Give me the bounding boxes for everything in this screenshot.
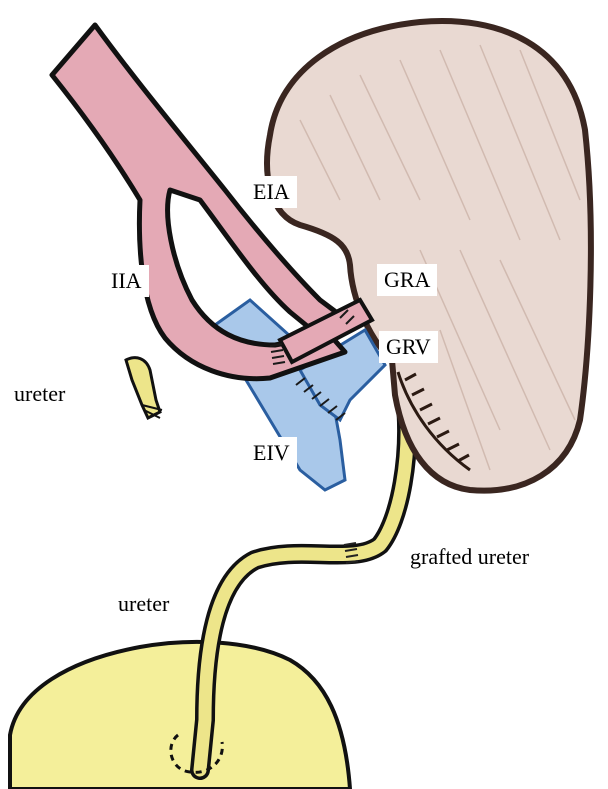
label-iia: IIA bbox=[104, 265, 149, 297]
label-eiv: EIV bbox=[246, 437, 297, 469]
label-grafted-ureter: grafted ureter bbox=[410, 546, 529, 568]
label-ureter-native: ureter bbox=[118, 593, 169, 615]
label-eia: EIA bbox=[246, 176, 297, 208]
label-grv: GRV bbox=[379, 331, 438, 363]
label-gra: GRA bbox=[377, 264, 437, 296]
label-ureter-cut: ureter bbox=[14, 383, 65, 405]
